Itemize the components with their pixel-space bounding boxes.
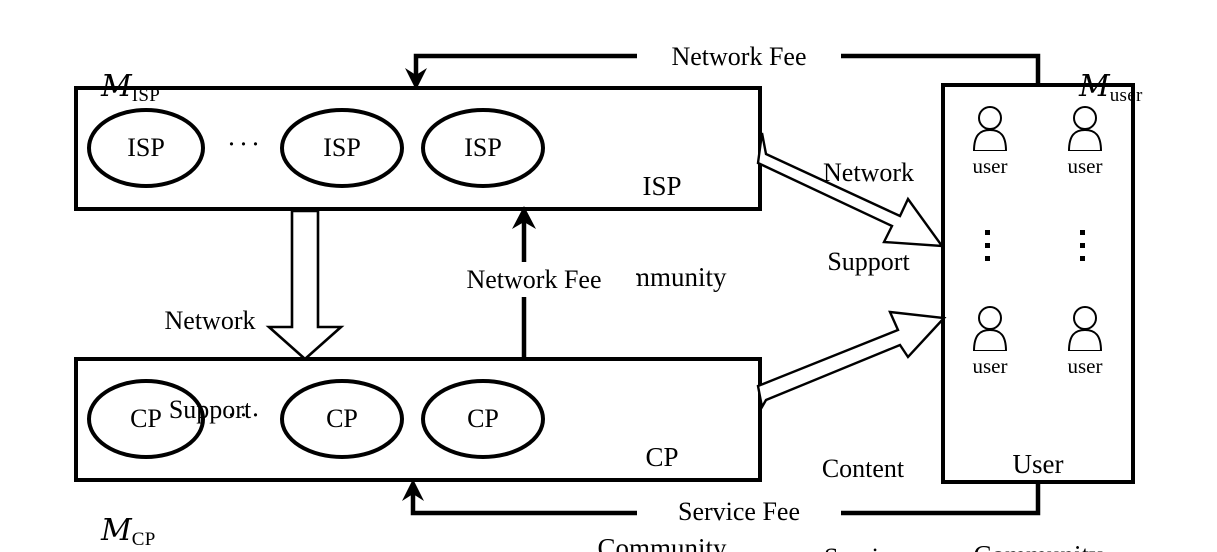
user-column-ellipsis-right — [1079, 230, 1086, 269]
isp-node-ellipse-2 — [280, 108, 404, 188]
network-fee-top-arrowhead — [405, 68, 427, 90]
isp-node-ellipse-3 — [421, 108, 545, 188]
network-fee-vertical-arrowhead — [512, 206, 536, 229]
content-service-block-arrow-diagonal — [756, 310, 947, 411]
cp-community-box — [74, 357, 762, 482]
network-support-block-arrow-down — [265, 209, 345, 361]
network-support-block-arrow-diagonal — [756, 132, 945, 248]
isp-community-box — [74, 86, 762, 211]
service-fee-bottom-arrowhead — [402, 479, 424, 501]
user-icon — [972, 306, 1008, 351]
user-column-ellipsis-left — [984, 230, 991, 269]
network-fee-top-path — [413, 53, 1041, 85]
user-icon — [1067, 106, 1103, 151]
cp-node-ellipse-2 — [280, 379, 404, 459]
cp-node-ellipse-1 — [87, 379, 205, 459]
cp-node-ellipse-3 — [421, 379, 545, 459]
service-fee-bottom-path — [410, 482, 1041, 516]
isp-node-ellipse-1 — [87, 108, 205, 188]
user-icon — [972, 106, 1008, 151]
user-icon — [1067, 306, 1103, 351]
